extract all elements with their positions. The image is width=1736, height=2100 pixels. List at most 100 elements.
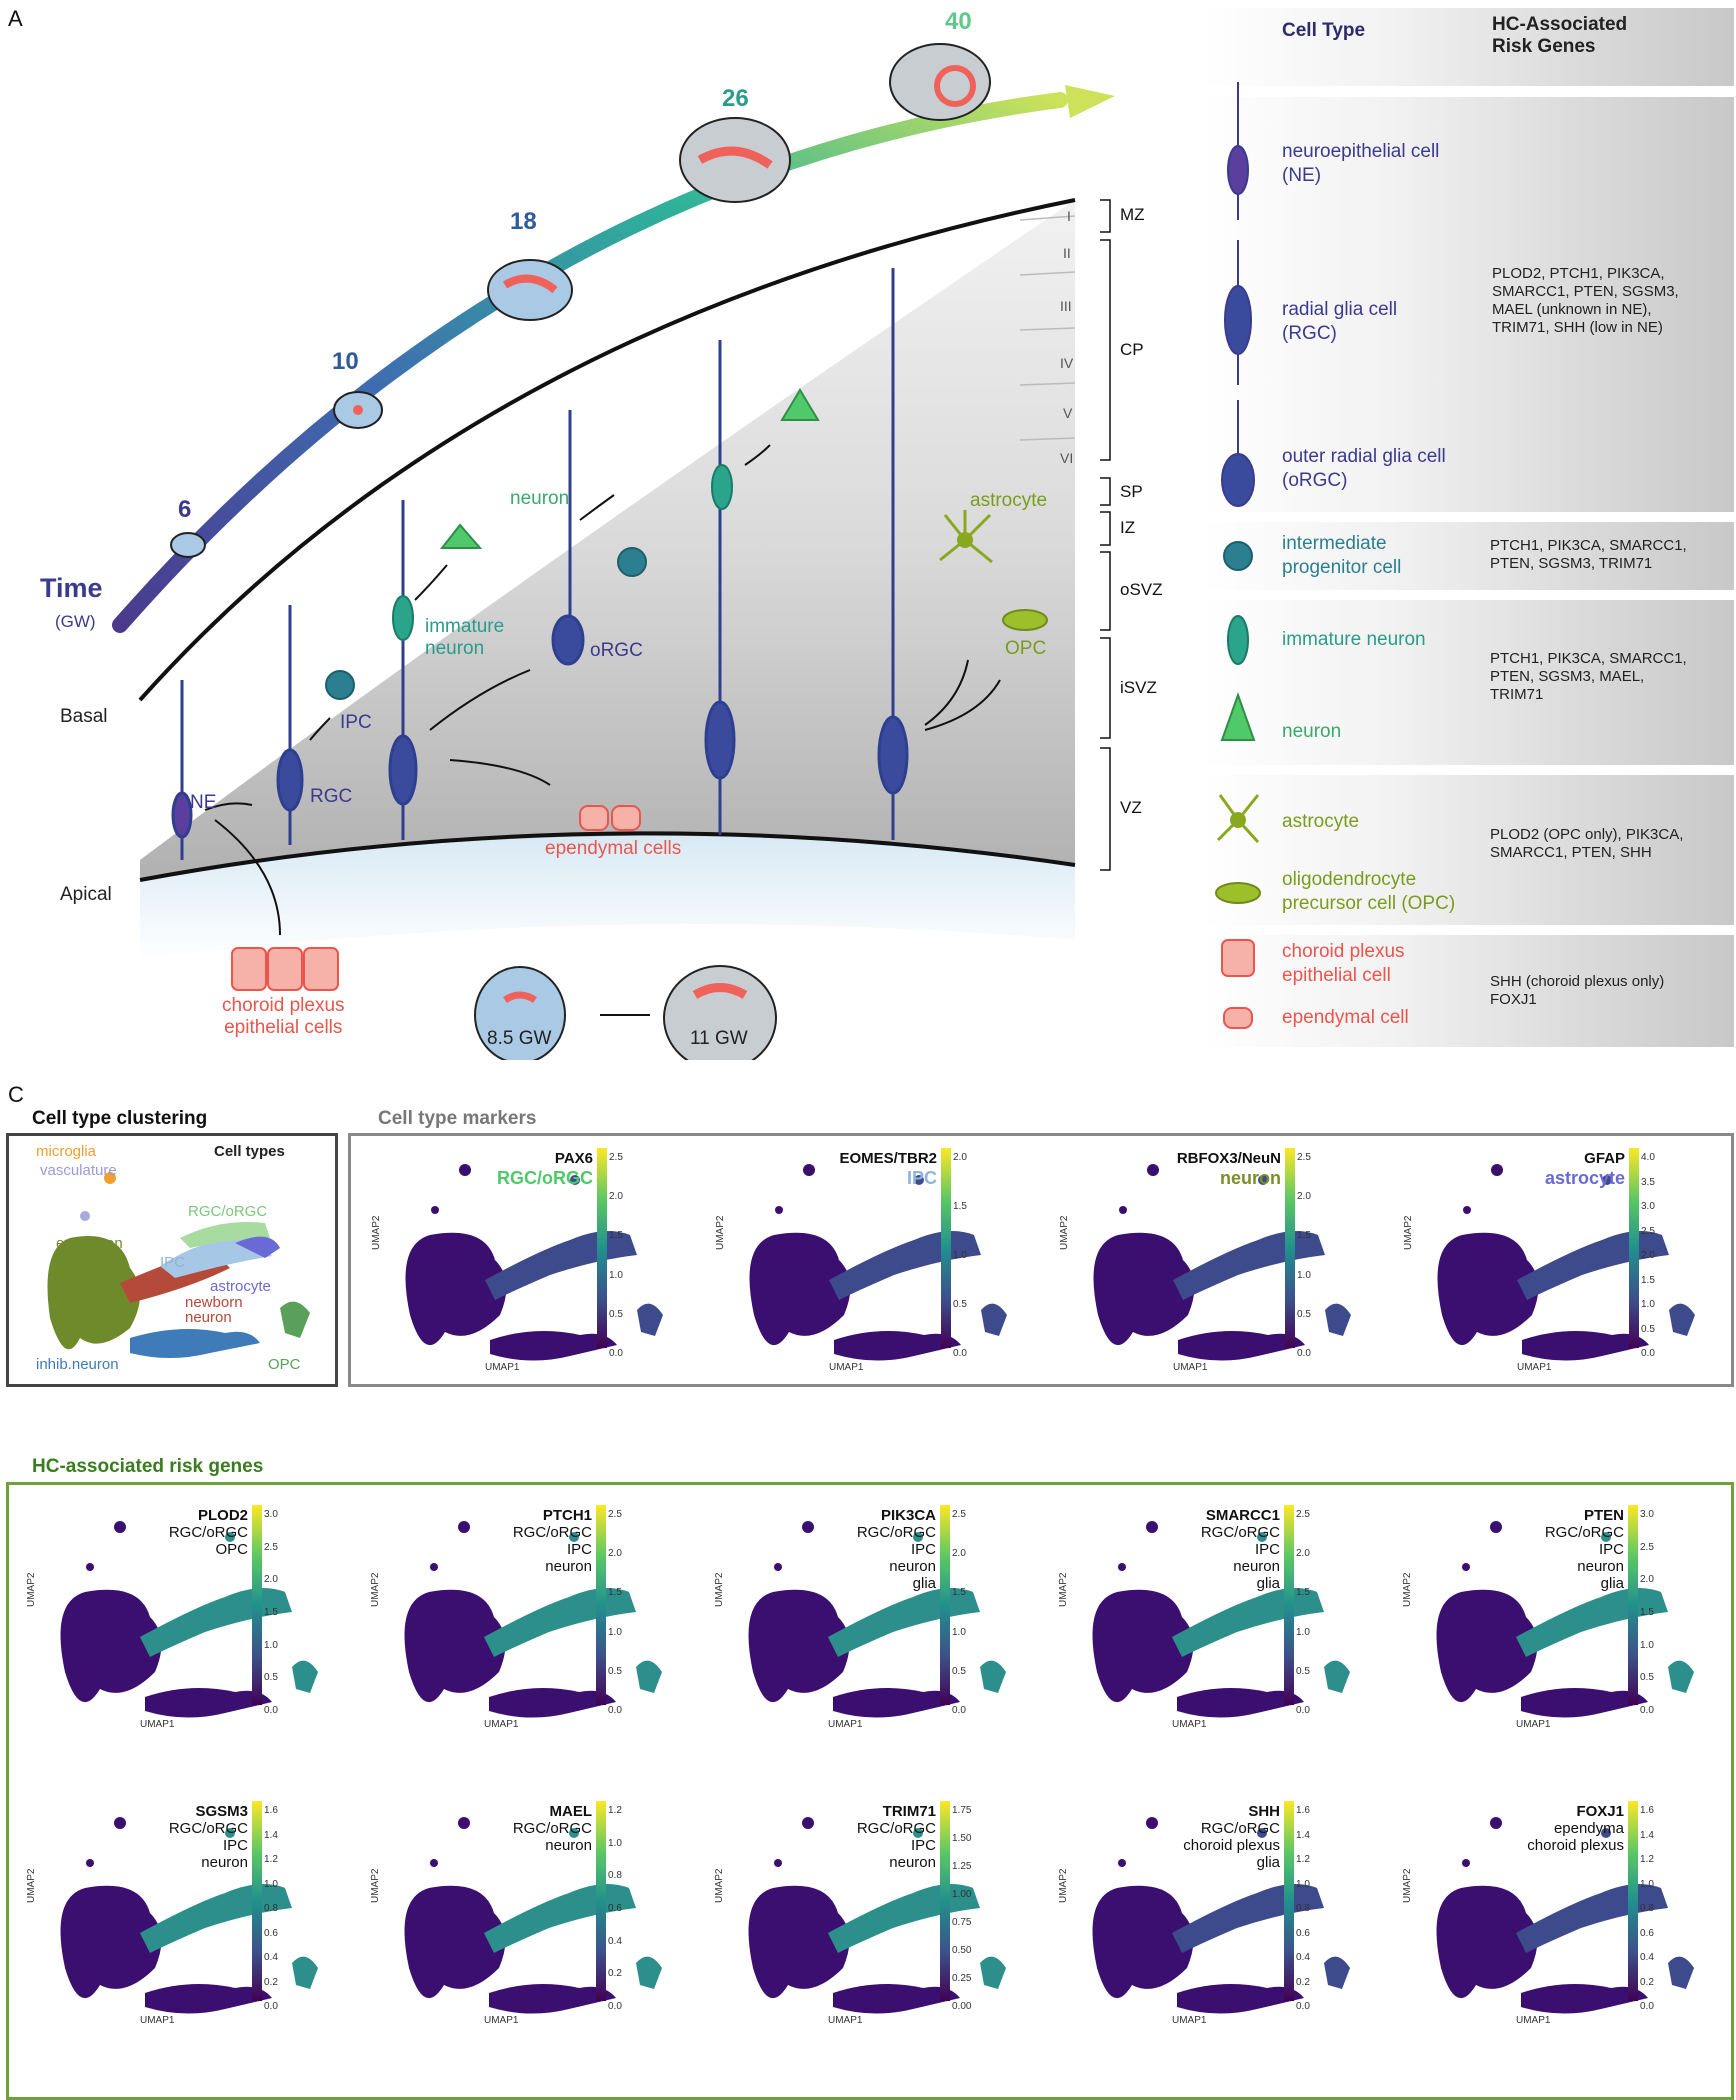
colorbar-tick: 1.4 bbox=[1640, 1829, 1654, 1841]
colorbar bbox=[1284, 1505, 1294, 1705]
cortex-diagram bbox=[112, 43, 1115, 1060]
colorbar-tick: 0.4 bbox=[264, 1952, 278, 1963]
colorbar-tick: 0.0 bbox=[953, 1348, 967, 1359]
markers-box bbox=[348, 1133, 1734, 1387]
axis-y-label: UMAP2 bbox=[1403, 1215, 1414, 1250]
colorbar-tick: 2.5 bbox=[1297, 1152, 1311, 1163]
colorbar-tick: 0.0 bbox=[1296, 1705, 1310, 1716]
colorbar-tick: 1.5 bbox=[608, 1587, 622, 1599]
colorbar-tick: 4.0 bbox=[1641, 1152, 1655, 1163]
risk-box bbox=[6, 1482, 1734, 2100]
colorbar-tick: 0.00 bbox=[952, 2001, 972, 2012]
colorbar-tick: 1.0 bbox=[608, 1626, 622, 1638]
colorbar-tick: 1.6 bbox=[1296, 1805, 1310, 1816]
gene-cell-types: RGC/oRGC OPC bbox=[168, 1524, 248, 1558]
colorbar-tick: 0.50 bbox=[952, 1945, 972, 1956]
genes-neurons: PTCH1, PIK3CA, SMARCC1, PTEN, SGSM3, MAE… bbox=[1490, 650, 1687, 703]
basal-label: Basal bbox=[60, 706, 108, 727]
cp-layer-iii: III bbox=[1060, 298, 1072, 314]
gene-name: PLOD2 bbox=[197, 1507, 248, 1524]
layer-osvz: oSVZ bbox=[1120, 580, 1163, 599]
colorbar-tick: 1.50 bbox=[952, 1833, 972, 1844]
colorbar-tick: 1.25 bbox=[952, 1861, 972, 1872]
colorbar-tick: 2.5 bbox=[952, 1509, 966, 1520]
colorbar-tick: 0.0 bbox=[1296, 2001, 1310, 2012]
astrocyte-label: astrocyte bbox=[970, 490, 1048, 511]
colorbar-tick: 1.4 bbox=[1296, 1829, 1310, 1841]
colorbar bbox=[1628, 1801, 1638, 2001]
gene-cell-types: RGC/oRGC IPC neuron glia bbox=[1544, 1524, 1624, 1592]
colorbar-tick: 1.5 bbox=[953, 1201, 967, 1212]
choroid-label: choroid plexus epithelial cells bbox=[222, 995, 345, 1038]
week-6: 6 bbox=[178, 496, 192, 523]
week-40: 40 bbox=[945, 8, 972, 35]
colorbar-tick: 0.6 bbox=[264, 1927, 278, 1939]
colorbar-tick: 2.0 bbox=[264, 1574, 278, 1586]
layer-cp: CP bbox=[1120, 340, 1144, 359]
opc-label: OPC bbox=[1005, 638, 1047, 659]
colorbar-tick: 0.0 bbox=[608, 1705, 622, 1716]
gene-name: TRIM71 bbox=[882, 1803, 936, 1820]
colorbar-tick: 0.6 bbox=[1296, 1927, 1310, 1939]
colorbar bbox=[940, 1801, 950, 2001]
colorbar-tick: 0.8 bbox=[1640, 1903, 1654, 1914]
gene-cell-types: RGC/oRGC IPC neuron glia bbox=[856, 1524, 936, 1592]
gene-name: EOMES/TBR2 bbox=[839, 1150, 937, 1167]
colorbar-tick: 0.5 bbox=[608, 1665, 622, 1677]
colorbar-tick: 1.5 bbox=[1297, 1230, 1311, 1242]
colorbar-tick: 2.0 bbox=[608, 1548, 622, 1560]
colorbar-tick: 3.0 bbox=[1641, 1201, 1655, 1212]
colorbar-tick: 1.0 bbox=[264, 1639, 278, 1651]
apical-label: Apical bbox=[60, 884, 112, 905]
colorbar-tick: 2.5 bbox=[1641, 1225, 1655, 1237]
axis-x-label: UMAP1 bbox=[140, 1719, 175, 1730]
colorbar-tick: 0.5 bbox=[264, 1672, 278, 1684]
cp-layer-ii: II bbox=[1063, 245, 1071, 261]
colorbar-tick: 1.00 bbox=[952, 1889, 972, 1900]
cell-ipc: intermediate progenitor cell bbox=[1282, 533, 1402, 578]
genes-glia: PLOD2 (OPC only), PIK3CA, SMARCC1, PTEN,… bbox=[1490, 826, 1684, 861]
colorbar-tick: 0.75 bbox=[952, 1917, 972, 1928]
colorbar-tick: 3.5 bbox=[1641, 1176, 1655, 1188]
clustering-box bbox=[6, 1133, 338, 1387]
cluster-inhib: inhib.neuron bbox=[36, 1356, 119, 1373]
genes-choroid: SHH (choroid plexus only) FOXJ1 bbox=[1490, 973, 1665, 1008]
header-row bbox=[1202, 8, 1734, 86]
colorbar bbox=[1285, 1148, 1295, 1348]
layer-isvz: iSVZ bbox=[1120, 678, 1157, 697]
colorbar-tick: 3.0 bbox=[1640, 1509, 1654, 1520]
cluster-umap bbox=[47, 1172, 310, 1358]
colorbar-tick: 1.2 bbox=[1296, 1854, 1310, 1865]
gene-name: PTEN bbox=[1583, 1507, 1624, 1524]
axis-x-label: UMAP1 bbox=[829, 1362, 864, 1373]
layer-vz: VZ bbox=[1120, 798, 1142, 817]
colorbar bbox=[252, 1801, 262, 2001]
axis-y-label: UMAP2 bbox=[370, 1868, 381, 1903]
colorbar-tick: 1.0 bbox=[1641, 1299, 1655, 1310]
colorbar-tick: 0.5 bbox=[952, 1665, 966, 1677]
gene-name: SHH bbox=[1248, 1803, 1280, 1820]
axis-y-label: UMAP2 bbox=[1402, 1572, 1413, 1607]
marker-cell-type: astrocyte bbox=[1544, 1168, 1625, 1188]
colorbar-tick: 2.5 bbox=[1296, 1509, 1310, 1520]
orgc-label: oRGC bbox=[590, 640, 643, 661]
neuron-label: neuron bbox=[510, 488, 570, 509]
cell-choroid: choroid plexus epithelial cell bbox=[1282, 941, 1405, 986]
gene-cell-types: RGC/oRGC IPC neuron bbox=[168, 1820, 248, 1871]
colorbar-tick: 0.5 bbox=[1296, 1665, 1310, 1677]
axis-x-label: UMAP1 bbox=[1173, 1362, 1208, 1373]
axis-x-label: UMAP1 bbox=[140, 2015, 175, 2026]
gene-cell-types: RGC/oRGC choroid plexus glia bbox=[1183, 1820, 1280, 1871]
layer-iz: IZ bbox=[1120, 518, 1136, 537]
colorbar bbox=[596, 1801, 606, 2001]
colorbar-tick: 0.0 bbox=[1640, 1705, 1654, 1716]
axis-y-label: UMAP2 bbox=[1058, 1572, 1069, 1607]
colorbar-tick: 0.6 bbox=[1640, 1927, 1654, 1939]
